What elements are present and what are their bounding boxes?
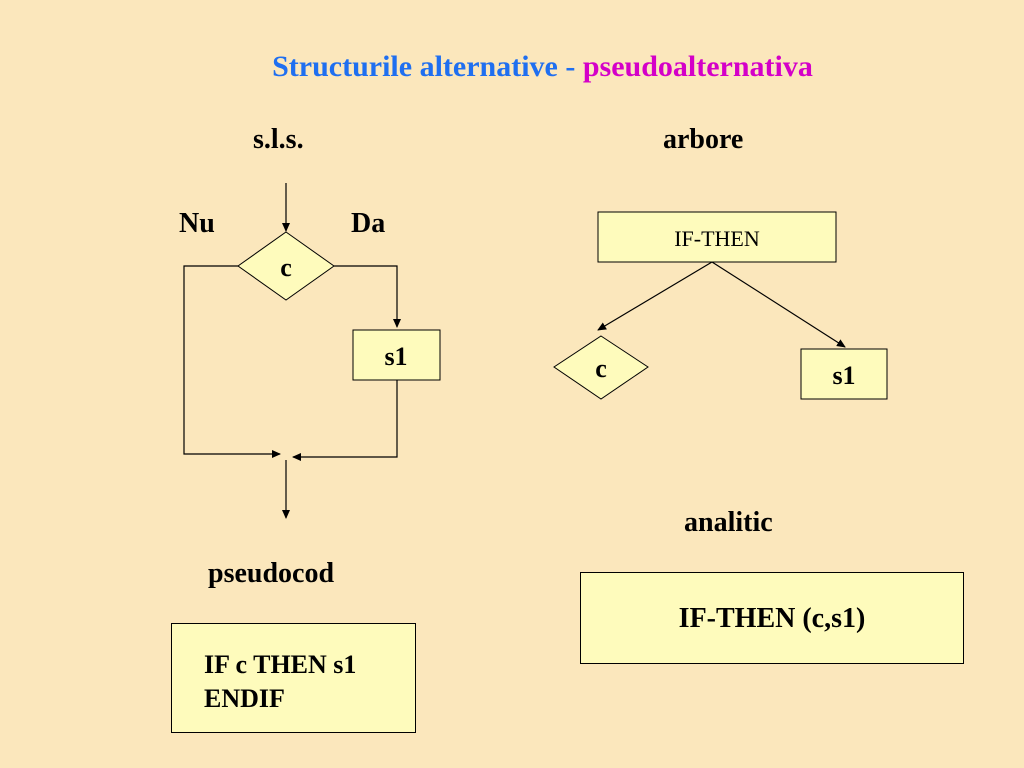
flowchart-heading: s.l.s. (253, 124, 304, 155)
pseudocode-heading: pseudocod (208, 558, 335, 589)
tree-root-box (597, 211, 837, 263)
analytic-heading: analitic (684, 507, 773, 538)
tree-condition-label: c (595, 354, 607, 383)
flowchart: c s1 (183, 183, 441, 519)
tree-left-edge (597, 261, 713, 331)
analytic-expression: IF-THEN (c,s1) (678, 603, 866, 634)
flowchart-condition-diamond (237, 231, 335, 301)
pseudocode-line-2: ENDIF (204, 684, 285, 713)
tree-heading: arbore (663, 124, 744, 155)
analytic-box: IF-THEN (c,s1) (580, 572, 964, 664)
flowchart-statement-box (352, 329, 441, 381)
flowchart-merge-arrow (292, 380, 398, 461)
flowchart-condition-label: c (280, 253, 292, 282)
title-highlight: pseudoalternativa (582, 50, 813, 83)
flowchart-no-label: Nu (179, 208, 215, 239)
flowchart-yes-branch (334, 265, 401, 328)
page-title: Structurile alternative - pseudoalternat… (0, 50, 1024, 84)
flowchart-statement-label: s1 (384, 342, 407, 371)
pseudocode-line-1: IF c THEN s1 (204, 650, 357, 679)
tree-statement-label: s1 (832, 361, 855, 390)
tree-condition-diamond (553, 335, 649, 400)
title-main: Structurile alternative - (272, 50, 583, 83)
pseudocode-box: IF c THEN s1 ENDIF (171, 623, 416, 733)
tree: IF-THEN c s1 (553, 211, 888, 400)
tree-statement-box (800, 348, 888, 400)
tree-right-edge (711, 261, 846, 348)
flowchart-yes-label: Da (351, 208, 386, 239)
flowchart-no-branch (183, 265, 281, 458)
tree-root-label: IF-THEN (674, 226, 760, 251)
